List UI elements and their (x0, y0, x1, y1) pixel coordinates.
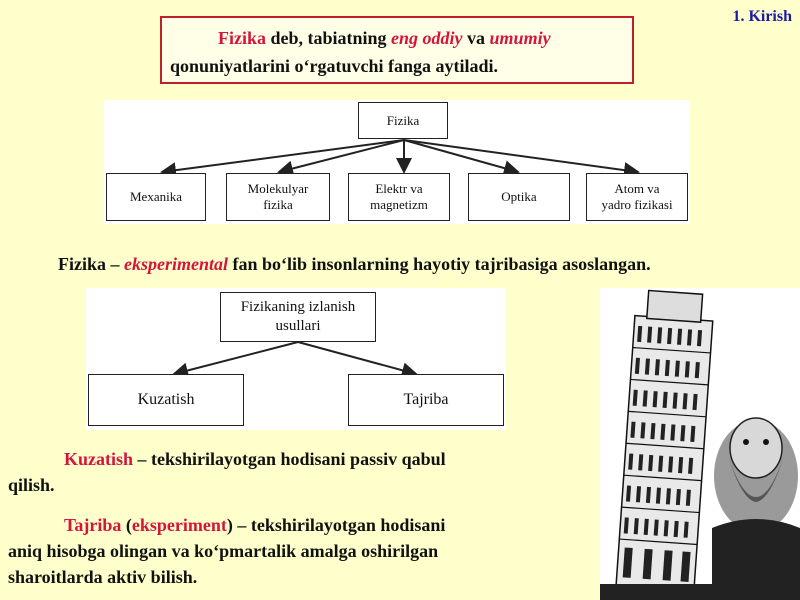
branch-root-node: Fizika (358, 102, 448, 139)
branch-node-optics: Optika (468, 173, 570, 221)
branch-node-label: Mexanika (130, 189, 182, 204)
experimental-statement: Fizika – eksperimental fan bo‘lib insonl… (58, 251, 651, 277)
branch-node-atomic: Atom va yadro fizikasi (586, 173, 688, 221)
leaning-tower-illustration (600, 288, 800, 600)
experiment-line-2: aniq hisobga olingan va ko‘pmartalik ama… (8, 541, 439, 561)
observation-line-2: qilish. (8, 475, 55, 495)
methods-node-observation: Kuzatish (88, 374, 244, 426)
definition-line-2: qonuniyatlarini o‘rgatuvchi fanga aytila… (170, 56, 499, 76)
branch-node-label: Optika (501, 189, 537, 204)
experimental-suffix: fan bo‘lib insonlarning hayotiy tajribas… (228, 254, 651, 274)
branch-node-label: Atom va (614, 181, 660, 196)
branches-diagram: Fizika Mexanika Molekulyar fizika Elektr… (104, 100, 690, 224)
experiment-term: Tajriba (64, 515, 122, 535)
experiment-term-2: eksperiment (131, 515, 227, 535)
branch-node-label: yadro fizikasi (601, 197, 673, 212)
methods-root-label: usullari (275, 318, 321, 334)
definition-term: Fizika (218, 28, 266, 48)
branch-node-label: Molekulyar (247, 181, 309, 196)
experimental-prefix: Fizika – (58, 254, 124, 274)
portrait (712, 417, 800, 584)
branch-node-label: fizika (263, 197, 293, 212)
definition-general: umumiy (489, 28, 551, 48)
experimental-highlight: eksperimental (124, 254, 228, 274)
observation-line-1: Kuzatish – tekshirilayotgan hodisani pas… (8, 446, 568, 472)
methods-arrows (172, 341, 418, 379)
experiment-line-1: Tajriba (eksperiment) – tekshirilayotgan… (8, 512, 598, 538)
definition-box: Fizika deb, tabiatning eng oddiy va umum… (160, 16, 634, 84)
branch-node-label: magnetizm (370, 197, 428, 212)
branch-node-molecular: Molekulyar fizika (226, 173, 330, 221)
experiment-line-3: sharoitlarda aktiv bilish. (8, 567, 198, 587)
experiment-definition: Tajriba (eksperiment) – tekshirilayotgan… (8, 512, 598, 590)
branches-arrows (160, 139, 640, 179)
definition-text-2: va (462, 28, 490, 48)
methods-node-experiment: Tajriba (348, 374, 504, 426)
observation-term: Kuzatish (64, 449, 134, 469)
experiment-text: ) – tekshirilayotgan hodisani (226, 515, 446, 535)
experiment-paren: ( (121, 515, 132, 535)
branch-node-electricity: Elektr va magnetizm (348, 173, 450, 221)
branch-node-label: Elektr va (375, 181, 423, 196)
slide-number: 1. Kirish (732, 8, 792, 25)
methods-diagram: Fizikaning izlanish usullari Kuzatish Ta… (86, 288, 506, 430)
observation-text: – tekshirilayotgan hodisani passiv qabul (133, 449, 446, 469)
definition-simplest: eng oddiy (391, 28, 463, 48)
definition-text-1: deb, tabiatning (266, 28, 392, 48)
methods-root-node: Fizikaning izlanish usullari (220, 292, 376, 342)
branch-node-mechanics: Mexanika (106, 173, 206, 221)
definition-line-1: Fizika deb, tabiatning eng oddiy va umum… (170, 24, 624, 52)
observation-definition: Kuzatish – tekshirilayotgan hodisani pas… (8, 446, 568, 498)
methods-root-label: Fizikaning izlanish (240, 299, 356, 315)
